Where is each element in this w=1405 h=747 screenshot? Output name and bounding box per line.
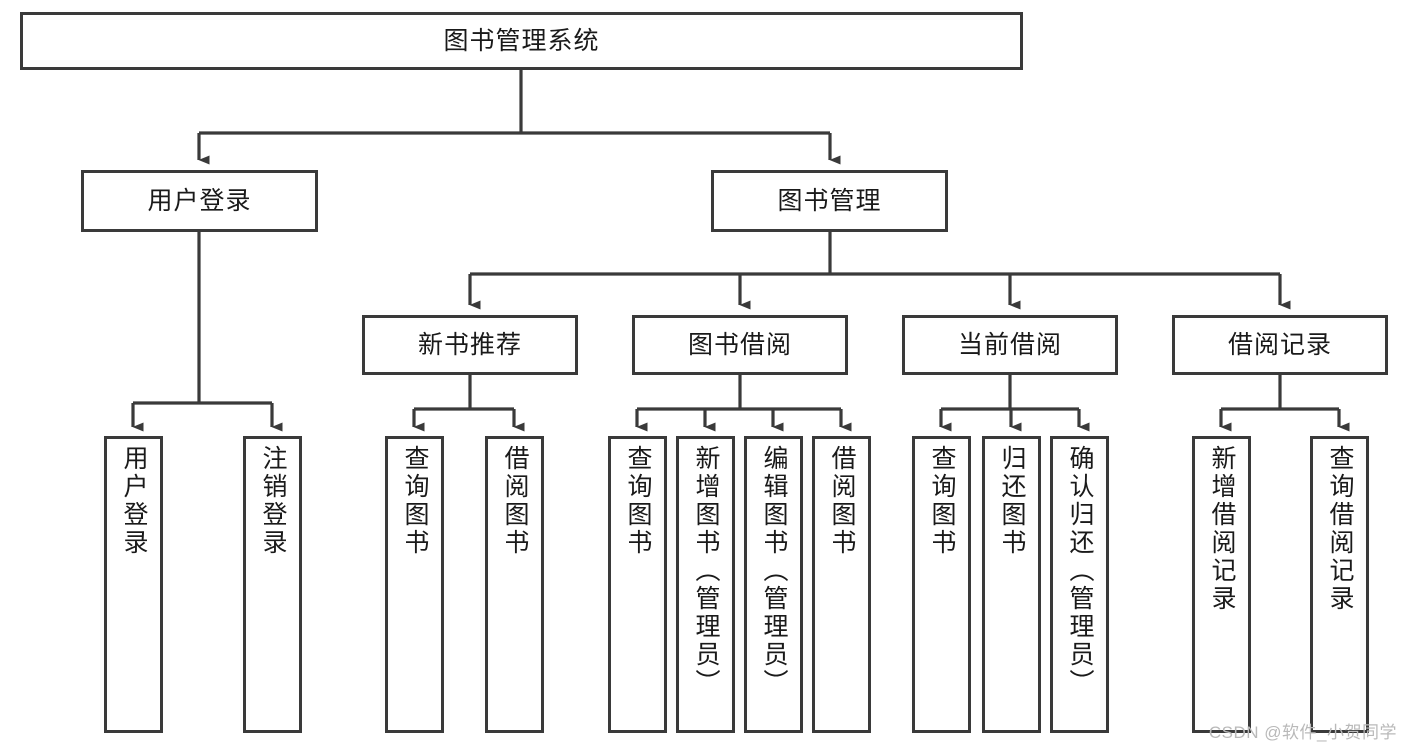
node-leaf-user-login-label: 用户登录 <box>120 445 148 557</box>
node-leaf-edit-book[interactable]: 编辑图书（管理员） <box>744 436 803 733</box>
node-leaf-query-book-bb[interactable]: 查询图书 <box>608 436 667 733</box>
node-leaf-return-book[interactable]: 归还图书 <box>982 436 1041 733</box>
node-leaf-query-book-cb[interactable]: 查询图书 <box>912 436 971 733</box>
node-book-manage-label: 图书管理 <box>777 186 882 215</box>
node-leaf-query-book-bb-label: 查询图书 <box>624 445 652 557</box>
node-borrow-record[interactable]: 借阅记录 <box>1172 315 1388 375</box>
node-leaf-add-book-label: 新增图书（管理员） <box>692 445 720 697</box>
node-book-borrow[interactable]: 图书借阅 <box>632 315 848 375</box>
node-user-login-label: 用户登录 <box>147 186 252 215</box>
node-leaf-edit-book-label: 编辑图书（管理员） <box>760 445 788 697</box>
node-leaf-query-book-cb-label: 查询图书 <box>928 445 956 557</box>
node-leaf-logout-label: 注销登录 <box>259 445 287 557</box>
node-leaf-add-book[interactable]: 新增图书（管理员） <box>676 436 735 733</box>
node-leaf-query-record-label: 查询借阅记录 <box>1326 445 1354 613</box>
node-leaf-user-login[interactable]: 用户登录 <box>104 436 163 733</box>
node-leaf-add-record[interactable]: 新增借阅记录 <box>1192 436 1251 733</box>
node-book-manage[interactable]: 图书管理 <box>711 170 948 232</box>
node-current-borrow[interactable]: 当前借阅 <box>902 315 1118 375</box>
node-current-borrow-label: 当前借阅 <box>957 330 1062 359</box>
node-leaf-add-record-label: 新增借阅记录 <box>1208 445 1236 613</box>
node-book-borrow-label: 图书借阅 <box>687 330 792 359</box>
node-new-book-rec[interactable]: 新书推荐 <box>362 315 578 375</box>
node-leaf-query-book-rec[interactable]: 查询图书 <box>385 436 444 733</box>
node-root[interactable]: 图书管理系统 <box>20 12 1023 70</box>
node-user-login[interactable]: 用户登录 <box>81 170 318 232</box>
node-leaf-borrow-book-bb[interactable]: 借阅图书 <box>812 436 871 733</box>
node-leaf-borrow-book-bb-label: 借阅图书 <box>828 445 856 557</box>
node-leaf-borrow-book-rec-label: 借阅图书 <box>501 445 529 557</box>
node-new-book-rec-label: 新书推荐 <box>417 330 522 359</box>
node-leaf-borrow-book-rec[interactable]: 借阅图书 <box>485 436 544 733</box>
node-borrow-record-label: 借阅记录 <box>1227 330 1332 359</box>
node-leaf-confirm-return[interactable]: 确认归还（管理员） <box>1050 436 1109 733</box>
node-leaf-query-record[interactable]: 查询借阅记录 <box>1310 436 1369 733</box>
node-leaf-confirm-return-label: 确认归还（管理员） <box>1066 445 1094 697</box>
node-leaf-logout[interactable]: 注销登录 <box>243 436 302 733</box>
node-leaf-return-book-label: 归还图书 <box>998 445 1026 557</box>
node-leaf-query-book-rec-label: 查询图书 <box>401 445 429 557</box>
node-root-label: 图书管理系统 <box>443 26 600 55</box>
csdn-watermark: CSDN @软件_小贺同学 <box>1208 723 1397 742</box>
